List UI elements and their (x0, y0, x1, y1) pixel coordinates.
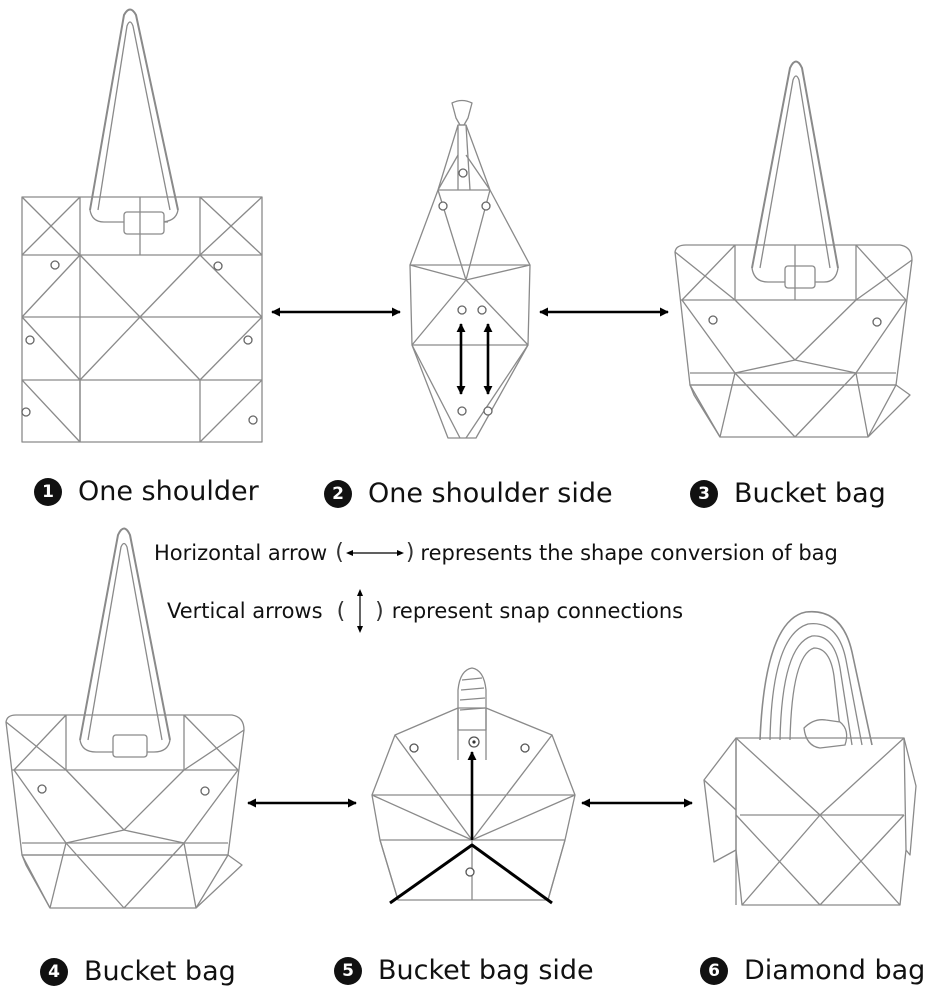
label-1: 1 One shoulder (34, 476, 259, 507)
label-4: 4 Bucket bag (40, 956, 236, 987)
legend-horizontal-suffix: represents the shape conversion of bag (420, 540, 838, 565)
caption-1: One shoulder (78, 476, 259, 507)
caption-3: Bucket bag (734, 478, 886, 509)
badge-4: 4 (40, 957, 68, 986)
bag-bucket-bottom (6, 529, 244, 909)
legend-vertical: Vertical arrows ( ) represent snap conne… (167, 588, 683, 634)
label-6: 6 Diamond bag (700, 955, 925, 986)
bag-bucket-side (372, 668, 575, 903)
label-3: 3 Bucket bag (690, 478, 886, 509)
legend-paren-open-2: ( (336, 598, 346, 624)
caption-5: Bucket bag side (378, 955, 594, 986)
badge-2: 2 (324, 479, 352, 508)
bag-one-shoulder (22, 10, 262, 443)
horizontal-arrow-icon (345, 549, 404, 556)
legend-vertical-prefix: Vertical arrows (167, 599, 323, 623)
legend-paren-close: ) (405, 540, 415, 565)
badge-5: 5 (334, 956, 362, 985)
legend-paren-close-2: ) (375, 598, 384, 624)
badge-6: 6 (700, 956, 728, 985)
legend-vertical-suffix: represent snap connections (391, 599, 684, 623)
legend-horizontal: Horizontal arrow ( ) represents the shap… (154, 540, 838, 565)
vertical-arrow-icon (357, 589, 364, 633)
legend-paren-open: ( (335, 540, 344, 565)
caption-2: One shoulder side (368, 478, 613, 509)
caption-4: Bucket bag (84, 956, 236, 987)
label-5: 5 Bucket bag side (334, 955, 594, 986)
bag-one-shoulder-side (410, 101, 530, 439)
bag-bucket-top (675, 62, 912, 438)
badge-3: 3 (690, 479, 718, 508)
bag-diamond (704, 612, 916, 905)
legend-horizontal-prefix: Horizontal arrow (154, 540, 328, 565)
badge-1: 1 (34, 477, 62, 506)
label-2: 2 One shoulder side (324, 478, 613, 509)
caption-6: Diamond bag (744, 955, 926, 986)
